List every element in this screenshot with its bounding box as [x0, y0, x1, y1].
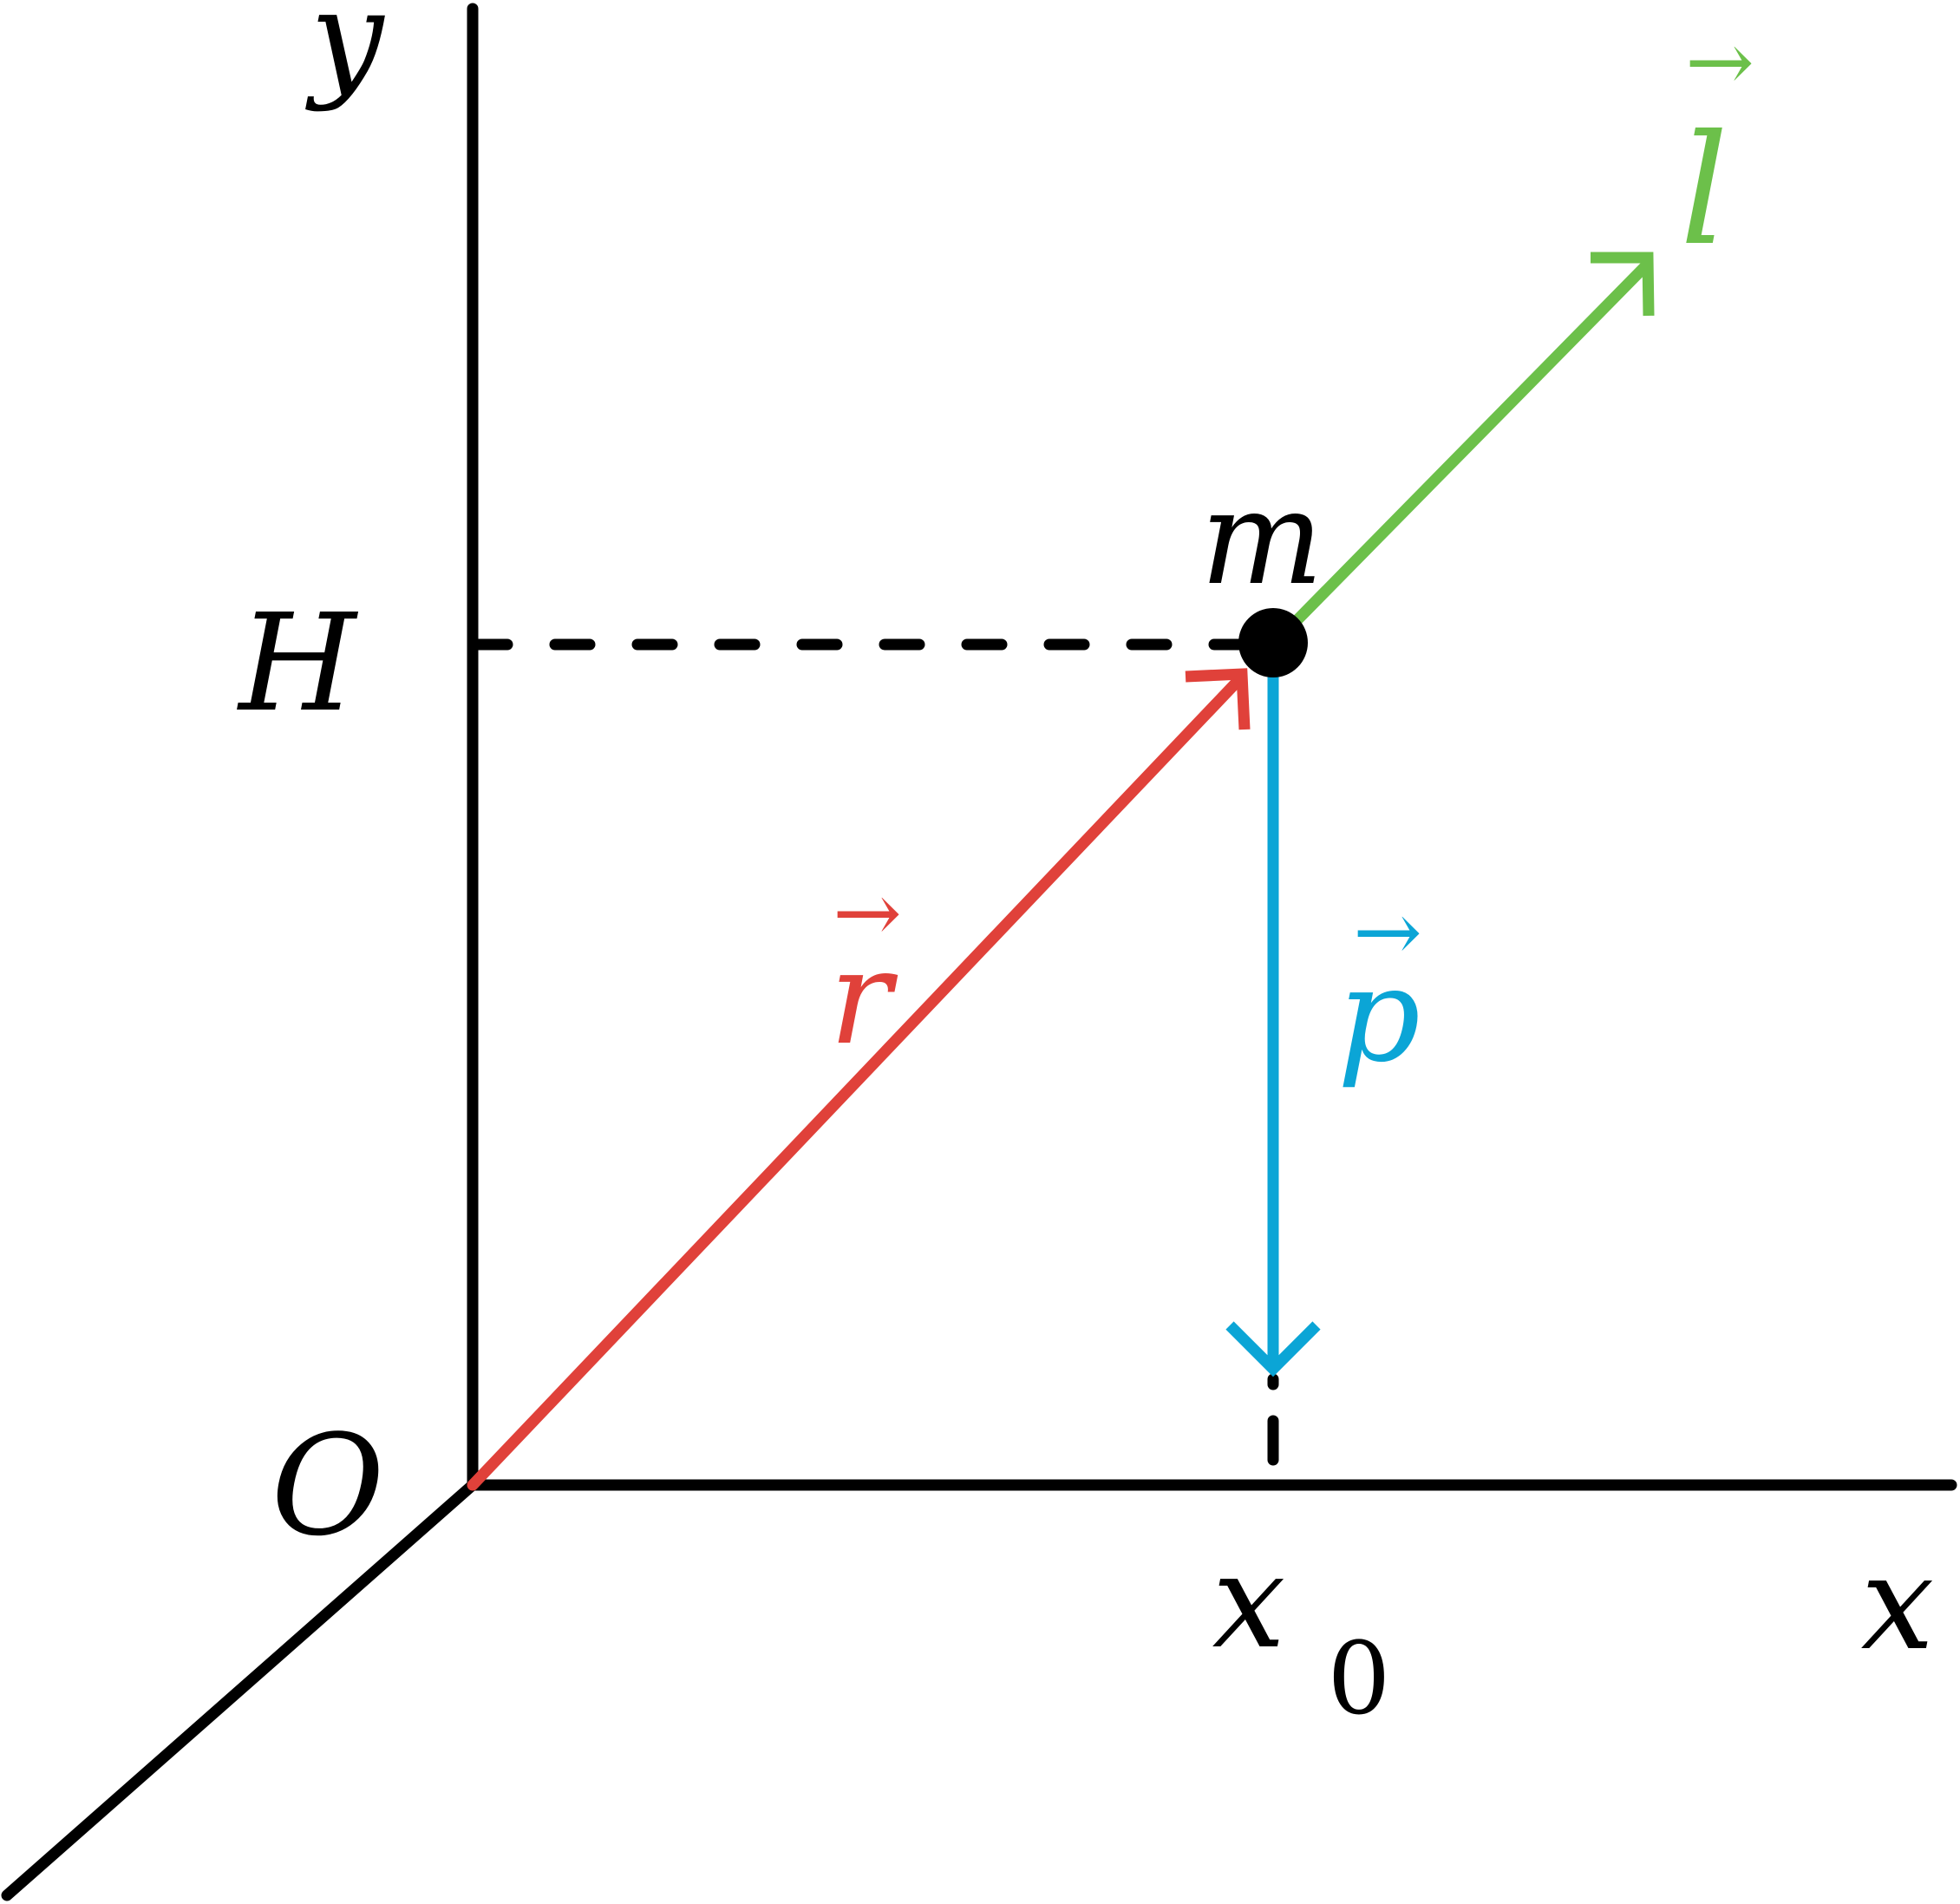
guide-lines [467, 638, 1279, 1466]
x0-label: x 0 [1212, 1527, 1391, 1737]
l-label: l [1680, 103, 1728, 279]
arrow-head-icon [1185, 668, 1251, 730]
r-label: r [829, 923, 898, 1074]
z-axis-line [1, 1479, 479, 1901]
r-vector-line [467, 671, 1248, 1491]
vector-arrow-icon: → [1353, 885, 1422, 980]
axes [1, 3, 1957, 1901]
vector-arrow-icon: → [1685, 15, 1754, 110]
arrow-head-icon [1591, 252, 1655, 317]
x0-subscript-label: 0 [1327, 1621, 1390, 1737]
l-vector-label: → l [1680, 15, 1754, 279]
r-vector-label: → r [829, 866, 902, 1074]
origin-label: O [271, 1404, 384, 1567]
p-label: p [1337, 940, 1421, 1091]
mass-label: m [1200, 463, 1323, 614]
labels: y H O x x 0 m → r → p → l [236, 0, 1934, 1737]
r-vector [467, 668, 1251, 1491]
arrow-head-icon [1225, 1321, 1321, 1377]
y-axis-label: y [305, 0, 386, 114]
mass-point [1238, 608, 1308, 677]
vector-arrow-icon: → [833, 866, 902, 961]
x0-main-label: x [1212, 1527, 1286, 1678]
l-vector [1269, 252, 1655, 649]
p-vector-label: → p [1337, 885, 1422, 1091]
p-vector [1225, 644, 1321, 1377]
height-label: H [236, 585, 358, 742]
l-vector-line [1269, 259, 1652, 649]
x-axis-label: x [1861, 1528, 1935, 1679]
